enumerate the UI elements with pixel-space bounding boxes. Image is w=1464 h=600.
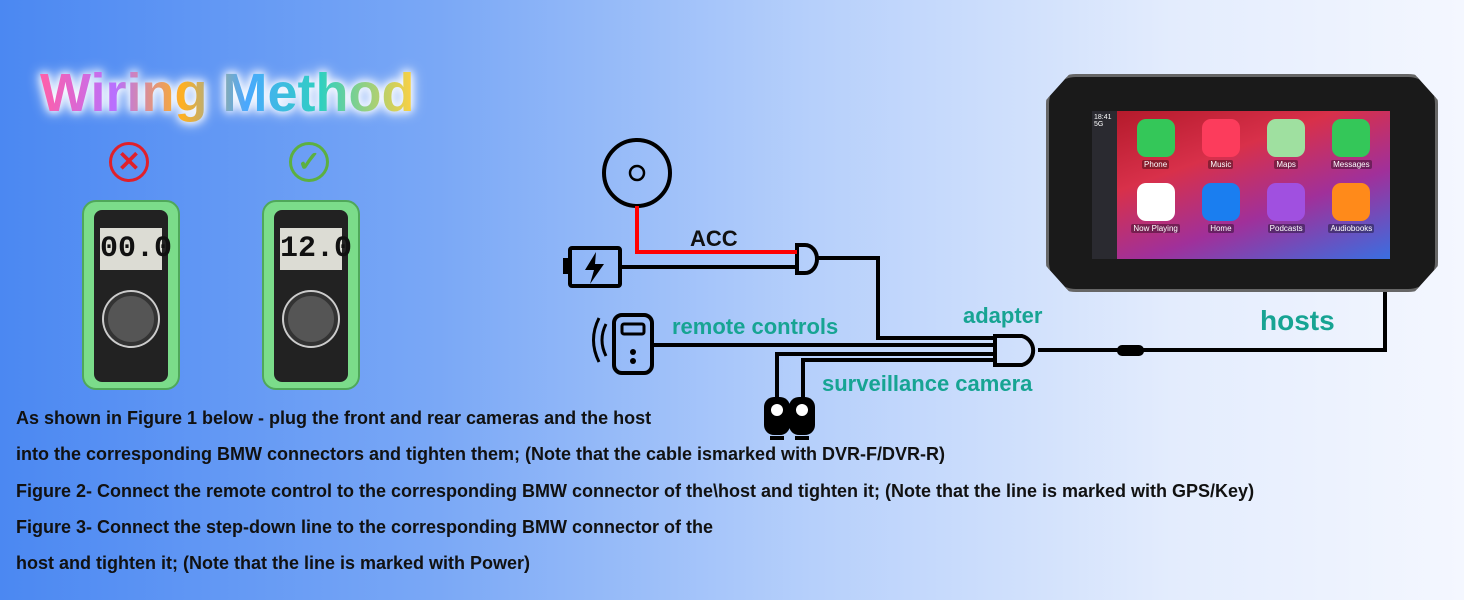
adapter-connector (993, 334, 1036, 367)
app-audiobooks[interactable]: Audiobooks (1319, 183, 1384, 247)
app-music[interactable]: Music (1188, 119, 1253, 183)
acc-wire (635, 206, 797, 254)
instruction-line: Figure 2- Connect the remote control to … (16, 481, 1255, 501)
app-phone[interactable]: Phone (1123, 119, 1188, 183)
app-now-playing[interactable]: Now Playing (1123, 183, 1188, 247)
instruction-line: Figure 3- Connect the step-down line to … (16, 517, 713, 537)
app-messages[interactable]: Messages (1319, 119, 1384, 183)
app-maps[interactable]: Maps (1254, 119, 1319, 183)
page-title: Wiring Method (40, 63, 415, 123)
remote-controls-label: remote controls (672, 314, 839, 339)
camera-icon (764, 397, 815, 440)
app-label: Podcasts (1267, 224, 1305, 233)
app-label: Messages (1331, 160, 1372, 169)
check-icon: ✓ (289, 142, 329, 182)
app-label: Home (1208, 224, 1234, 233)
app-podcasts[interactable]: Podcasts (1254, 183, 1319, 247)
multimeter-wrong: 00.0 (82, 200, 180, 390)
hosts-label: hosts (1260, 305, 1335, 336)
surveillance-camera-label: surveillance camera (822, 371, 1033, 396)
app-label: Now Playing (1131, 224, 1180, 233)
multimeter-correct: 12.0 (262, 200, 360, 390)
remote-control-icon (612, 313, 654, 375)
meter-reading: 12.0 (280, 228, 352, 270)
app-home[interactable]: Home (1188, 183, 1253, 247)
instruction-line: host and tighten it; (Note that the line… (16, 553, 531, 573)
battery-icon (568, 246, 622, 288)
acc-label: ACC (690, 226, 738, 251)
acc-connector (795, 243, 819, 275)
clock: 18:41 (1094, 114, 1112, 121)
app-label: Maps (1274, 160, 1298, 169)
meter-reading: 00.0 (100, 228, 172, 270)
signal: 5G (1094, 121, 1104, 128)
app-label: Audiobooks (1328, 224, 1375, 233)
adapter-label: adapter (963, 303, 1043, 328)
meter-dial (104, 292, 158, 346)
cable-connector (1117, 345, 1144, 356)
app-label: Music (1208, 160, 1234, 169)
instruction-line: into the corresponding BMW connectors an… (16, 444, 946, 464)
ignition-icon (602, 138, 672, 208)
cross-icon: ✕ (109, 142, 149, 182)
app-label: Phone (1142, 160, 1170, 169)
meter-dial (284, 292, 338, 346)
instruction-line: As shown in Figure 1 below - plug the fr… (16, 408, 652, 428)
